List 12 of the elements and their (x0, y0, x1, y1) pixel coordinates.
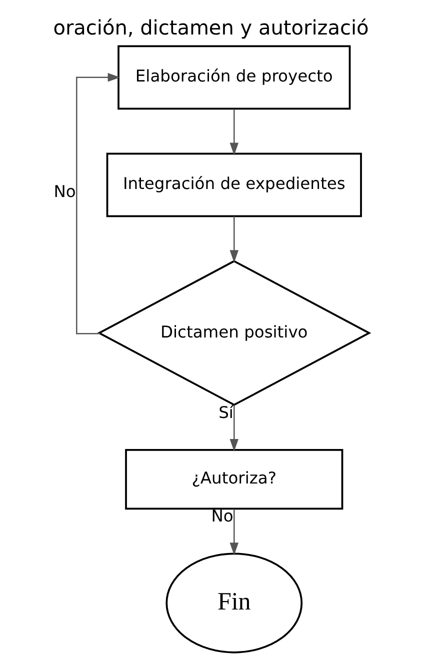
node-ellipse: Fin (165, 552, 302, 654)
node-diamond: Dictamen positivo (96, 260, 371, 406)
node-box: Elaboración de proyecto (117, 45, 350, 110)
arrow (229, 109, 238, 156)
arrow (76, 73, 120, 334)
node-box: ¿Autoriza? (124, 448, 343, 510)
arrow (229, 216, 238, 263)
arrow (229, 508, 238, 556)
diagram-title: oración, dictamen y autorizació (52, 16, 368, 40)
node-box: Integración de expedientes (106, 152, 362, 218)
arrow (229, 405, 238, 452)
edge-label: No (53, 182, 76, 201)
